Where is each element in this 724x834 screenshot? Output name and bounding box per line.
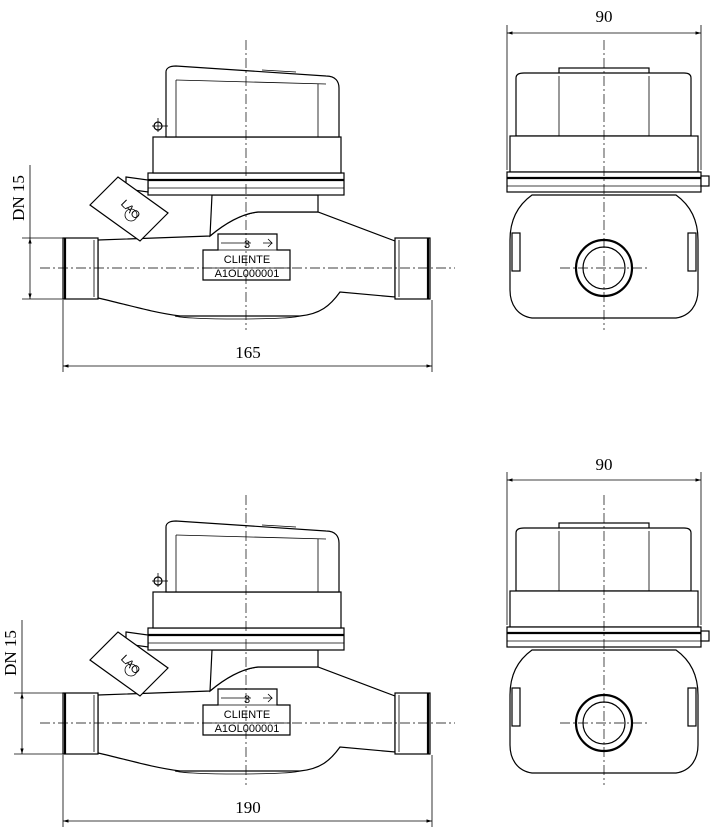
dn-label: DN 15 xyxy=(1,630,20,676)
serial-label: A1OL000001 xyxy=(215,268,280,280)
register-digit: 3 xyxy=(244,694,250,706)
length-dimension-bottom: 190 xyxy=(62,755,433,827)
dn-label: DN 15 xyxy=(9,175,28,221)
length-label: 190 xyxy=(235,798,261,817)
dn-dimension-bottom: DN 15 xyxy=(1,620,63,755)
width-label: 90 xyxy=(596,455,613,474)
width-label: 90 xyxy=(596,7,613,26)
length-label: 165 xyxy=(235,343,261,362)
side-view-top xyxy=(38,38,457,332)
client-label: CLIENTE xyxy=(224,254,270,266)
client-label: CLIENTE xyxy=(224,709,270,721)
meter-view-bottom: 90 190 DN 15 3 CLIENTE A1OL000001 LAO xyxy=(1,455,711,827)
serial-label: A1OL000001 xyxy=(215,723,280,735)
front-view-top xyxy=(505,38,711,332)
meter-view-top: 90 165 DN 15 3 CLIENTE A1OL000001 LAO xyxy=(9,7,711,372)
length-dimension-top: 165 xyxy=(62,300,433,372)
register-digit: 3 xyxy=(244,239,250,251)
front-view-bottom xyxy=(505,493,711,787)
width-dimension-top: 90 xyxy=(506,7,702,170)
side-view-bottom xyxy=(38,493,457,787)
width-dimension-bottom: 90 xyxy=(506,455,702,625)
dn-dimension-top: DN 15 xyxy=(9,165,63,300)
